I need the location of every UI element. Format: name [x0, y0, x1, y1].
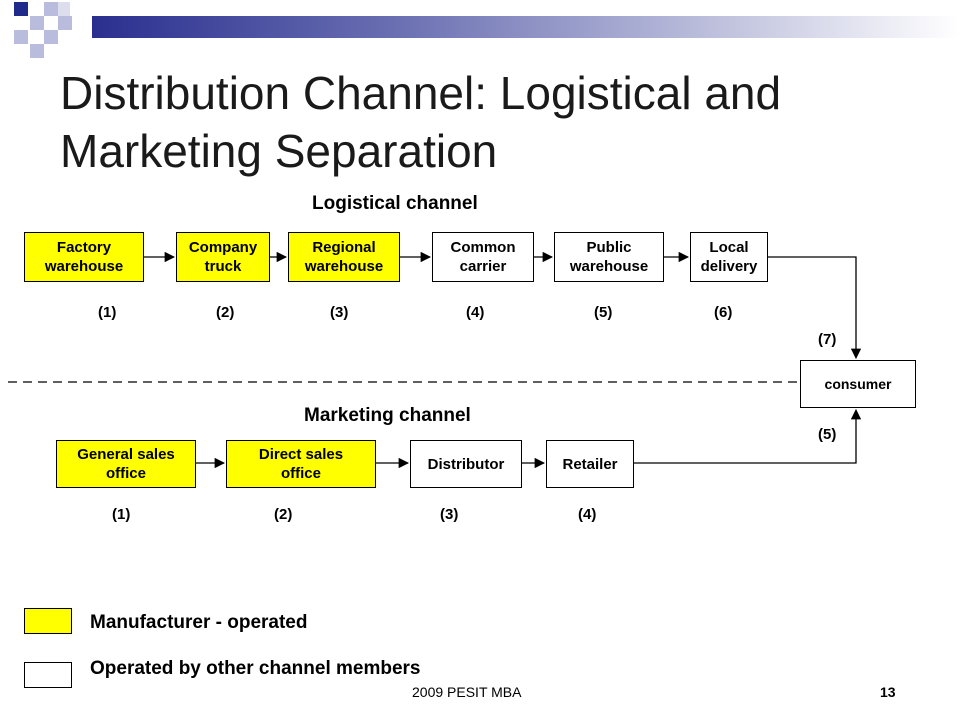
marketing-step-number: (4): [578, 506, 597, 523]
decor-square: [44, 30, 58, 44]
node-local-delivery: Local delivery: [690, 232, 768, 282]
marketing-step-number: (1): [112, 506, 131, 523]
logistical-step-number: (5): [594, 304, 613, 321]
node-general-sales-office: General sales office: [56, 440, 196, 488]
logistical-step-number: (3): [330, 304, 349, 321]
logistical-step-number: (1): [98, 304, 117, 321]
node-regional-warehouse: Regional warehouse: [288, 232, 400, 282]
marketing-heading: Marketing channel: [304, 405, 471, 426]
marketing-arrows: [196, 408, 862, 469]
page-number: 13: [880, 684, 896, 700]
decor-square: [44, 2, 58, 16]
logistical-end-number: (7): [818, 331, 837, 348]
arrow-retailer-to-consumer: [634, 408, 862, 464]
legend-label-other: Operated by other channel members: [90, 658, 421, 679]
header-bar: [92, 16, 960, 38]
decor-square: [30, 44, 44, 58]
logistical-step-number: (4): [466, 304, 485, 321]
legend-label-manufacturer: Manufacturer - operated: [90, 612, 308, 633]
node-public-warehouse: Public warehouse: [554, 232, 664, 282]
footer-text: 2009 PESIT MBA: [412, 684, 522, 700]
node-company-truck: Company truck: [176, 232, 270, 282]
node-distributor: Distributor: [410, 440, 522, 488]
node-common-carrier: Common carrier: [432, 232, 534, 282]
logistical-step-number: (6): [714, 304, 733, 321]
decor-square: [58, 2, 70, 16]
decor-square: [58, 16, 72, 30]
decor-square: [14, 2, 28, 16]
slide-title: Distribution Channel: Logistical and Mar…: [60, 67, 782, 177]
logistical-heading: Logistical channel: [312, 193, 478, 214]
logistical-step-number: (2): [216, 304, 235, 321]
node-consumer: consumer: [800, 360, 916, 408]
logistical-arrows: [144, 251, 862, 360]
node-retailer: Retailer: [546, 440, 634, 488]
decor-square: [14, 30, 28, 44]
decor-square: [30, 16, 44, 30]
marketing-step-number: (3): [440, 506, 459, 523]
legend-swatch-manufacturer: [24, 608, 72, 634]
node-factory-warehouse: Factory warehouse: [24, 232, 144, 282]
legend-swatch-other: [24, 662, 72, 688]
node-direct-sales-office: Direct sales office: [226, 440, 376, 488]
marketing-end-number: (5): [818, 426, 837, 443]
marketing-step-number: (2): [274, 506, 293, 523]
arrow-local-to-consumer: [768, 256, 862, 360]
